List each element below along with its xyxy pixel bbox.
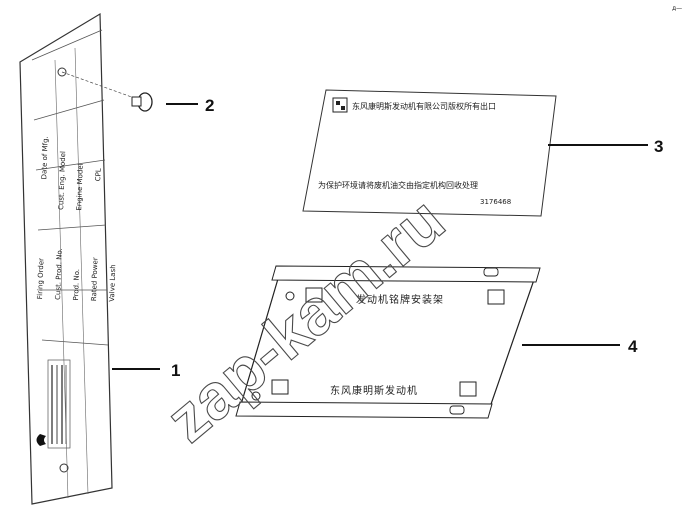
callout-leaders (112, 103, 648, 370)
part-1-data-plate: Cust. Prod. No. Cust. Eng. Model Prod. N… (19, 12, 117, 505)
part-2-rivet (61, 71, 153, 112)
label-3-line2: 为保护环境请将废机油交由指定机构回收处理 (318, 180, 478, 190)
label-3-line1: 东风康明斯发动机有限公司版权所有出口 (352, 101, 496, 111)
bracket-line2: 东风康明斯发动机 (330, 384, 418, 397)
plate-row-3: Engine Model (75, 163, 85, 211)
plate-row-7: Date of Mfg. (40, 136, 49, 179)
plate-row-5: CPL (94, 168, 102, 181)
cummins-logo (36, 434, 46, 446)
part-4-bracket: 发动机铭牌安装架 东风康明斯发动机 (235, 265, 541, 419)
plate-row-0: Cust. Prod. No. (54, 248, 64, 300)
corner-mark: д— (672, 5, 682, 12)
plate-row-4: Rated Power (90, 257, 100, 301)
plate-row-8: Valve Lash (108, 264, 117, 302)
callout-4: 4 (628, 337, 638, 356)
plate-row-2: Prod. No. (72, 269, 81, 301)
bracket-line1: 发动机铭牌安装架 (356, 293, 444, 306)
callout-1: 1 (171, 361, 180, 380)
plate-row-6: Firing Order (36, 258, 45, 300)
label-3-part-number: 3176468 (480, 198, 511, 206)
plate-row-1: Cust. Eng. Model (57, 151, 67, 210)
callout-2: 2 (205, 96, 214, 115)
part-3-label: 东风康明斯发动机有限公司版权所有出口 为保护环境请将废机油交由指定机构回收处理 … (302, 89, 557, 217)
callout-3: 3 (654, 137, 663, 156)
